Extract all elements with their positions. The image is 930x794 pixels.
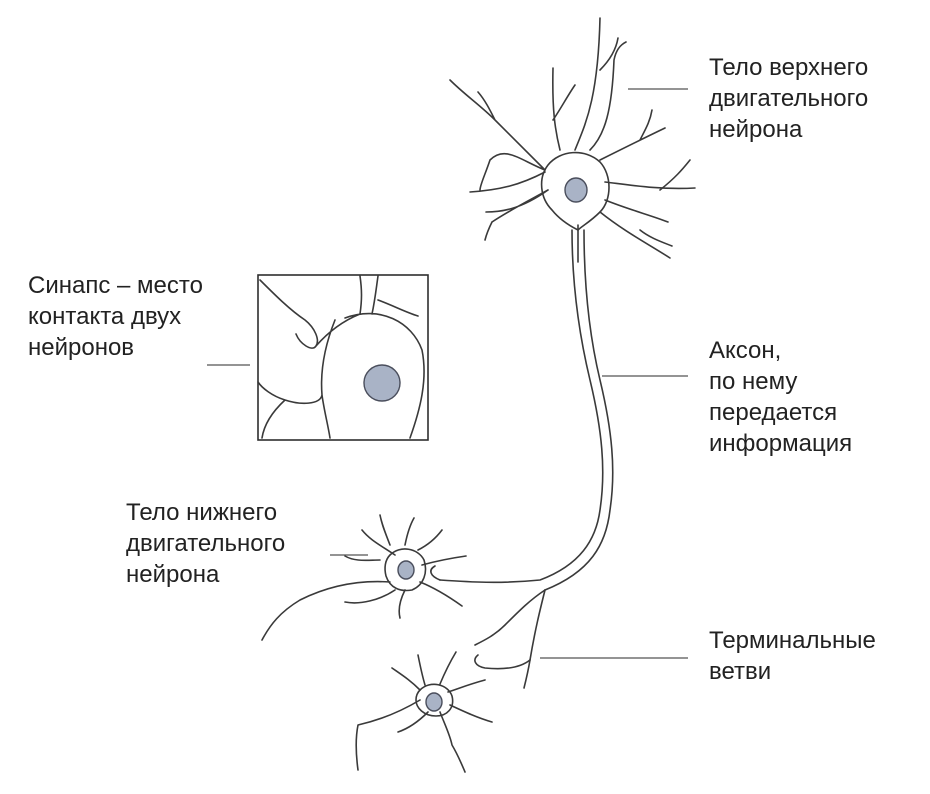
lower-neuron-soma xyxy=(384,548,427,592)
label-line: двигательного xyxy=(126,530,286,557)
label-line: по нему xyxy=(709,368,798,395)
lower-neuron xyxy=(261,514,467,641)
bottom-neuron-nucleus xyxy=(425,692,443,712)
bottom-neuron-soma xyxy=(415,683,454,717)
label-terminal-branches: Терминальные ветви xyxy=(709,625,876,687)
label-line: нейрона xyxy=(709,116,803,143)
label-line: Тело нижнего xyxy=(126,499,278,526)
label-line: передается xyxy=(709,399,838,426)
lower-neuron-nucleus xyxy=(397,560,415,580)
label-line: Синапс – место xyxy=(28,272,203,299)
label-line: контакта двух xyxy=(28,303,182,330)
label-synapse: Синапс – место контакта двух нейронов xyxy=(28,270,203,363)
label-line: двигательного xyxy=(709,85,869,112)
upper-neuron-dendrites xyxy=(449,17,696,263)
bottom-neuron xyxy=(355,651,493,773)
synapse-nucleus xyxy=(363,364,401,402)
label-line: Тело верхнего xyxy=(709,54,869,81)
label-lower-neuron-body: Тело нижнего двигательного нейрона xyxy=(126,497,285,590)
upper-neuron-nucleus xyxy=(564,177,588,203)
terminal-branches xyxy=(430,565,546,689)
upper-neuron xyxy=(439,17,696,591)
synapse-inset xyxy=(257,274,429,441)
axon xyxy=(439,229,604,584)
label-line: Аксон, xyxy=(709,337,782,364)
label-line: нейронов xyxy=(28,334,135,361)
label-line: ветви xyxy=(709,658,772,685)
label-line: нейрона xyxy=(126,561,220,588)
label-upper-neuron-body: Тело верхнего двигательного нейрона xyxy=(709,52,868,145)
label-line: Терминальные xyxy=(709,627,876,654)
label-axon: Аксон, по нему передается информация xyxy=(709,335,852,459)
upper-neuron-soma xyxy=(540,151,610,231)
axon-outline xyxy=(544,229,614,591)
label-line: информация xyxy=(709,430,853,457)
